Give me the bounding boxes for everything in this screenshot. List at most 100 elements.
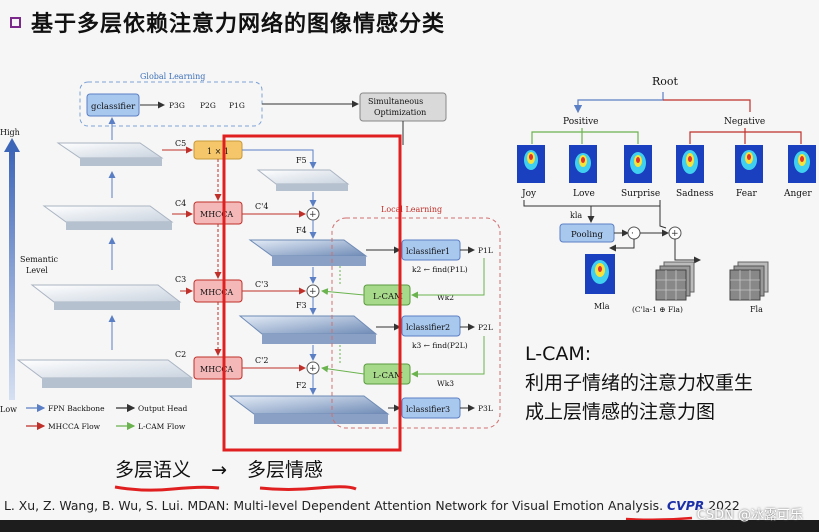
heatmap-surprise (624, 145, 652, 183)
mhcca-label-1: MHCCA (200, 210, 233, 219)
feature-plate-f2 (228, 395, 390, 415)
legend-output-label: Output Head (138, 404, 187, 413)
leaf-anger: Anger (783, 189, 812, 199)
global-learning-label: Global Learning (140, 72, 205, 81)
low-label: Low (0, 405, 17, 414)
backbone-plate-c5 (56, 142, 164, 159)
lclassifier1-label: lclassifier1 (406, 247, 450, 256)
f3-label: F3 (296, 301, 307, 310)
lcam-label-1: L-CAM (373, 292, 403, 302)
svg-text:+: + (309, 287, 317, 297)
f2-label: F2 (296, 381, 307, 390)
pg2-label: P2G (200, 101, 216, 110)
backbone-plate-c3 (30, 284, 182, 303)
local-learning-label: Local Learning (381, 205, 442, 214)
k2-find-label: k2 ← find(P1L) (412, 265, 468, 274)
feature-plate-f4 (248, 239, 368, 257)
leaf-sadness: Sadness (676, 189, 714, 199)
summary-arrow: → (211, 459, 227, 481)
leaf-love: Love (573, 189, 595, 199)
slide-title: 基于多层依赖注意力网络的图像情感分类 (31, 12, 446, 37)
red-underline-left (114, 485, 220, 492)
red-underline-venue (625, 516, 693, 522)
simultaneous-label: Simultaneous (368, 97, 423, 106)
citation: L. Xu, Z. Wang, B. Wu, S. Lui. MDAN: Mul… (0, 498, 819, 522)
citation-year: 2022 (708, 498, 740, 513)
tree-negative-label: Negative (724, 117, 765, 127)
pl3-label: P3L (478, 404, 493, 413)
high-label: High (0, 128, 20, 137)
pg1-label: P1G (229, 101, 245, 110)
leaf-joy: Joy (521, 189, 537, 199)
lcam-label-2: L-CAM (373, 371, 403, 381)
heatmap-love (569, 145, 597, 183)
output-feature-stack (729, 261, 769, 301)
c5-label: C5 (175, 139, 186, 148)
w3k-label: Wk3 (437, 379, 454, 388)
feature-plate-f3 (238, 315, 378, 335)
f-la-label: Fla (750, 305, 763, 314)
w2k-label: Wk2 (437, 293, 454, 302)
gclassifier-box (86, 93, 140, 117)
local-learning-box (331, 217, 501, 429)
bullet-square-icon (10, 16, 21, 28)
mhcca-label-2: MHCCA (200, 288, 233, 297)
svg-text:+: + (671, 229, 679, 239)
legend-fpn-label: FPN Backbone (48, 404, 105, 413)
semantic-level-arrow (9, 150, 15, 400)
lcam-desc-line2: 成上层情感的注意力图 (525, 401, 716, 423)
citation-venue: CVPR (667, 498, 705, 513)
heatmap-fear (735, 145, 763, 183)
pooling-label: Pooling (571, 230, 604, 240)
heatmap-joy (517, 145, 545, 183)
k3-find-label: k3 ← find(P2L) (412, 341, 468, 350)
svg-text:+: + (309, 210, 317, 220)
red-highlight-box (222, 134, 402, 452)
leaf-fear: Fear (736, 189, 757, 199)
f4-label: F4 (296, 226, 307, 235)
c3p-label: C'3 (255, 280, 268, 289)
mhcca-label-3: MHCCA (200, 365, 233, 374)
pl2-label: P2L (478, 323, 493, 332)
heatmap-sadness (676, 145, 704, 183)
feature-plate-f5 (256, 169, 350, 185)
heatmap-anger (788, 145, 816, 183)
pl1-label: P1L (478, 246, 493, 255)
lclassifier2-box (401, 315, 461, 337)
summary-right: 多层情感 (247, 459, 324, 481)
legend-lcam-label: L-CAM Flow (138, 422, 186, 431)
svg-text:·: · (631, 229, 634, 239)
title-row: 基于多层依赖注意力网络的图像情感分类 (10, 4, 445, 40)
semantic-label: Semantic (20, 255, 58, 264)
lcam-heading: L-CAM: (525, 343, 592, 365)
summary-row: 多层语义 → 多层情感 (115, 455, 323, 482)
m-label: Mla (594, 302, 610, 311)
c2-label: C2 (175, 350, 186, 359)
conv-1x1-label: 1 × 1 (207, 147, 229, 156)
gclassifier-label: gclassifier (91, 102, 136, 112)
lclassifier3-label: lclassifier3 (406, 405, 450, 414)
lcam-description: L-CAM: 利用子情绪的注意力权重生 成上层情感的注意力图 (525, 340, 753, 427)
bottom-strip (0, 520, 819, 532)
pg3-label: P3G (169, 101, 185, 110)
c2p-label: C'2 (255, 356, 268, 365)
backbone-plate-c2 (16, 359, 194, 379)
kla-label: kla (570, 211, 582, 220)
lcam-desc-line1: 利用子情绪的注意力权重生 (525, 372, 754, 394)
lclassifier2-label: lclassifier2 (406, 323, 450, 332)
optimization-label: Optimization (374, 108, 426, 117)
watermark: CSDN @冰露可乐 (696, 508, 803, 523)
attention-map-m (585, 254, 615, 294)
level-label: Level (26, 266, 48, 275)
legend-mhcca-label: MHCCA Flow (48, 422, 101, 431)
multiply-circle (627, 226, 641, 240)
concat-label: (C'la-1 ⊕ Fla) (632, 305, 683, 314)
c4p-label: C'4 (255, 202, 268, 211)
tree-positive-label: Positive (563, 117, 599, 127)
tree-root-label: Root (652, 75, 679, 88)
red-underline-right (259, 485, 357, 491)
f5-label: F5 (296, 156, 307, 165)
leaf-surprise: Surprise (621, 189, 660, 199)
